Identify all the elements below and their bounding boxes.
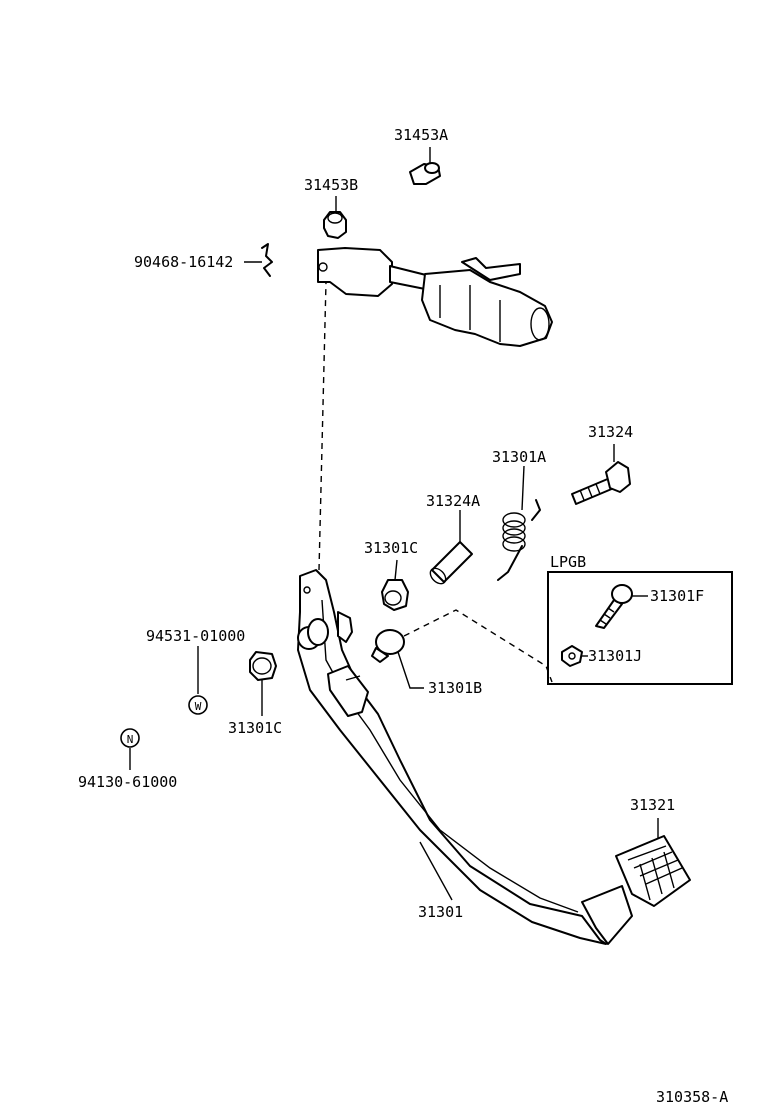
- lpgb-box: [547, 571, 733, 685]
- bolt-31324: [571, 444, 631, 505]
- label-31453B: 31453B: [304, 176, 358, 194]
- leader-31301: [419, 841, 453, 901]
- label-90468-16142: 90468-16142: [134, 253, 233, 271]
- label-94531-01000: 94531-01000: [146, 627, 245, 645]
- label-lpgb: LPGB: [550, 553, 586, 571]
- collar-31324A: [429, 510, 473, 585]
- label-31301C-left: 31301C: [228, 719, 282, 737]
- label-94130-61000: 94130-61000: [78, 773, 177, 791]
- label-31301B: 31301B: [428, 679, 482, 697]
- label-31321: 31321: [630, 796, 675, 814]
- label-31453A: 31453A: [394, 126, 448, 144]
- label-31301A: 31301A: [492, 448, 546, 466]
- label-31301J: 31301J: [588, 647, 642, 665]
- bushing-31301C-left: [249, 651, 277, 716]
- clip-90468-16142: [244, 243, 273, 277]
- master-cylinder-assembly: [317, 247, 553, 347]
- pedal-pad-31321: [615, 818, 691, 907]
- washer-marker-letter: W: [195, 700, 202, 713]
- label-31324: 31324: [588, 423, 633, 441]
- label-31301F: 31301F: [650, 587, 704, 605]
- figure-id: 310358-A: [656, 1088, 728, 1106]
- pin-31453A: [409, 147, 441, 185]
- stopper-31301B: [371, 629, 424, 689]
- label-31324A: 31324A: [426, 492, 480, 510]
- pedal-arm-31301: [297, 569, 633, 945]
- nut-marker-letter: N: [127, 733, 134, 746]
- label-31301: 31301: [418, 903, 463, 921]
- bushing-31453B: [323, 196, 347, 239]
- label-31301C-top: 31301C: [364, 539, 418, 557]
- connection-line-lpgb: [403, 609, 553, 683]
- washer-94531-01000: W: [188, 646, 208, 715]
- bushing-31301C-top: [381, 559, 409, 611]
- nut-94130-61000: N: [120, 728, 140, 770]
- return-spring-31301A: [497, 465, 541, 581]
- connection-line-clevis: [318, 281, 327, 571]
